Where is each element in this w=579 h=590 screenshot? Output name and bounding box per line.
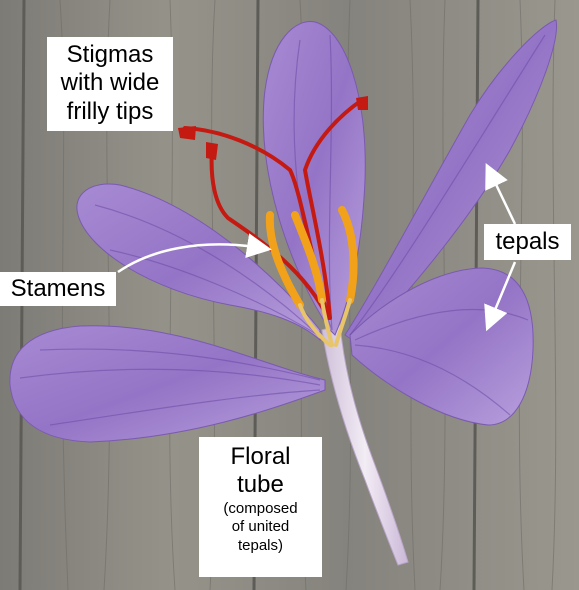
annotation-arrows xyxy=(117,162,517,332)
floral-tube-label-line-2: tube xyxy=(237,471,284,499)
stamens-label: Stamens xyxy=(0,272,116,306)
floral-tube-note-line-1: (composed xyxy=(223,499,298,517)
stamen-left xyxy=(265,211,304,309)
floral-tube-note-line-2: of united xyxy=(231,518,290,536)
stamen-center xyxy=(291,211,326,304)
tepals-label: tepals xyxy=(484,224,571,260)
stamens-label-text: Stamens xyxy=(10,275,106,302)
tepal-veins xyxy=(19,34,546,426)
floral-tube-label-line-1: Floral xyxy=(230,443,291,470)
stigma-2 xyxy=(209,146,330,320)
tepal-top xyxy=(262,21,366,336)
stigmas-label-line-1: Stigmas xyxy=(66,41,154,68)
stigmas-label: Stigmas with wide frilly tips xyxy=(47,37,173,131)
tepal-lower-left xyxy=(9,325,326,443)
stamen-right xyxy=(338,206,358,304)
stigmas-label-line-3: frilly tips xyxy=(66,97,154,125)
tepals-label-text: tepals xyxy=(495,228,560,255)
tepal-left xyxy=(76,183,321,342)
floral-tube-note-line-3: tepals) xyxy=(237,537,284,555)
stamens xyxy=(265,206,358,347)
stigmas-label-line-2: with wide xyxy=(60,69,160,97)
stigma-3 xyxy=(302,98,364,320)
floral-tube xyxy=(321,324,409,566)
tepals-arrow-upper xyxy=(485,162,517,225)
floral-tube-label: Floral tube (composed of united tepals) xyxy=(199,437,322,577)
stamens-arrow xyxy=(117,233,272,274)
tepals-arrow-lower xyxy=(484,261,517,332)
